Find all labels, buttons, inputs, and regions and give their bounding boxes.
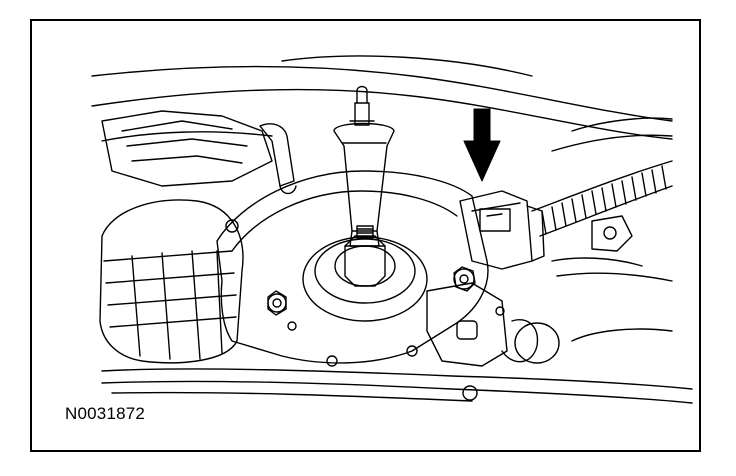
electrical-connector bbox=[459, 190, 545, 270]
transmission-range-sensor-illustration bbox=[91, 55, 693, 404]
motor-housing bbox=[99, 199, 244, 364]
hose-left bbox=[259, 123, 297, 195]
transmission-pan bbox=[101, 328, 693, 404]
center-hub bbox=[302, 225, 428, 322]
alignment-tool bbox=[333, 85, 395, 247]
figure-frame: N0031872 bbox=[30, 19, 701, 452]
figure-id-label: N0031872 bbox=[65, 404, 146, 423]
right-fittings bbox=[551, 215, 673, 282]
wiring-harness bbox=[531, 117, 673, 237]
sensor-plate bbox=[216, 170, 489, 367]
background-contours bbox=[91, 55, 673, 187]
lower-bracket bbox=[426, 282, 560, 367]
mounting-bolt-right bbox=[453, 266, 476, 292]
callout-arrow-icon bbox=[463, 108, 501, 182]
